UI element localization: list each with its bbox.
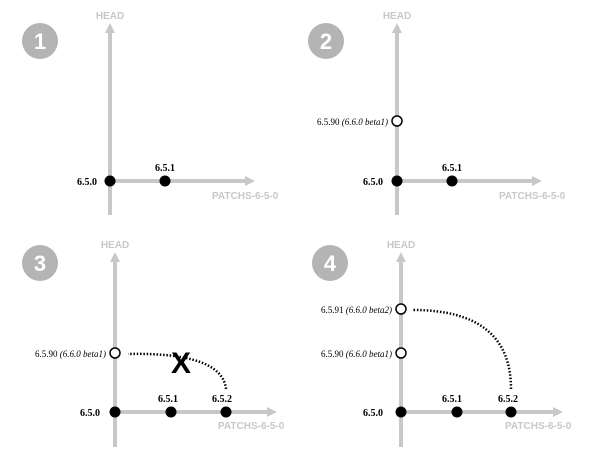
panel-2: 2 HEAD PATCHS-6-5-0 6.5.90 (6.6.0 beta1)… [308,11,566,215]
panel-3-node-6-5-90-version: 6.5.90 [35,349,58,359]
panel-3-node-6-5-1 [165,406,177,418]
panel-2-head-label: HEAD [383,11,411,22]
panel-4-badge [312,245,348,281]
panel-3: 3 HEAD PATCHS-6-5-0 X 6.5.90 (6.6.0 beta… [22,240,285,447]
panel-4-branch-label: PATCHS-6-5-0 [505,421,572,432]
panel-4-node-6-5-0 [395,406,407,418]
panel-3-branch-label: PATCHS-6-5-0 [218,421,285,432]
panel-3-merge-path [127,352,228,390]
panel-4-node-6-5-2 [505,406,517,418]
panel-2-badge [308,23,344,59]
panel-2-node-6-5-90 [391,115,403,127]
panel-4-node-6-5-90 [395,347,407,359]
panel-1-number: 1 [34,29,46,54]
panel-2-number: 2 [320,29,332,54]
panel-4: 4 HEAD PATCHS-6-5-0 6.5.91 (6.6.0 beta2)… [312,240,572,447]
panel-2-node-6-5-0 [391,175,403,187]
panel-2-node-6-5-90-version: 6.5.90 [317,117,340,127]
panel-4-node-6-5-90-tag: (6.6.0 beta1) [346,349,392,359]
panel-1-head-label: HEAD [96,11,124,22]
panel-3-node-6-5-0 [109,406,121,418]
panel-4-node-6-5-91-label: 6.5.91 (6.6.0 beta2) [321,305,392,315]
panel-1-branch-label: PATCHS-6-5-0 [212,191,279,202]
panel-4-head-label: HEAD [387,240,415,251]
panel-3-node-6-5-90-label: 6.5.90 (6.6.0 beta1) [35,349,106,359]
panel-1-node-6-5-0-label: 6.5.0 [77,177,97,188]
panel-3-head-label: HEAD [101,240,129,251]
panel-4-number: 4 [324,251,337,276]
panel-2-node-6-5-1-label: 6.5.1 [442,163,462,174]
panel-3-node-6-5-2-label: 6.5.2 [212,394,232,405]
panel-4-node-6-5-91 [395,303,407,315]
panel-4-node-6-5-1-label: 6.5.1 [442,394,462,405]
panel-2-node-6-5-90-tag: (6.6.0 beta1) [342,117,388,127]
panel-1-node-6-5-0 [104,175,116,187]
panel-3-node-6-5-90 [109,347,121,359]
panel-3-number: 3 [34,251,46,276]
panel-4-node-6-5-90-label: 6.5.90 (6.6.0 beta1) [321,349,392,359]
panel-3-node-6-5-0-label: 6.5.0 [80,408,100,419]
panel-2-node-6-5-90-label: 6.5.90 (6.6.0 beta1) [317,117,388,127]
panel-3-node-6-5-2 [220,406,232,418]
panel-4-node-6-5-90-version: 6.5.90 [321,349,344,359]
panel-1-badge [22,23,58,59]
panel-2-node-6-5-1 [446,175,458,187]
panel-4-node-6-5-2-label: 6.5.2 [498,394,518,405]
panel-3-node-6-5-1-label: 6.5.1 [158,394,178,405]
panel-4-node-6-5-1 [451,406,463,418]
panel-4-node-6-5-0-label: 6.5.0 [363,408,383,419]
panel-1-node-6-5-1-label: 6.5.1 [155,163,175,174]
panel-1-node-6-5-1 [159,175,171,187]
panel-3-badge [22,245,58,281]
panel-4-node-6-5-91-tag: (6.6.0 beta2) [346,305,392,315]
panel-3-rejected-mark: X [171,347,191,380]
panel-4-merge-path [412,308,513,390]
panel-4-node-6-5-91-version: 6.5.91 [321,305,344,315]
panel-3-node-6-5-90-tag: (6.6.0 beta1) [60,349,106,359]
panel-2-branch-label: PATCHS-6-5-0 [499,191,566,202]
panel-1: 1 HEAD PATCHS-6-5-0 6.5.0 6.5.1 [22,11,279,215]
panel-2-node-6-5-0-label: 6.5.0 [363,177,383,188]
